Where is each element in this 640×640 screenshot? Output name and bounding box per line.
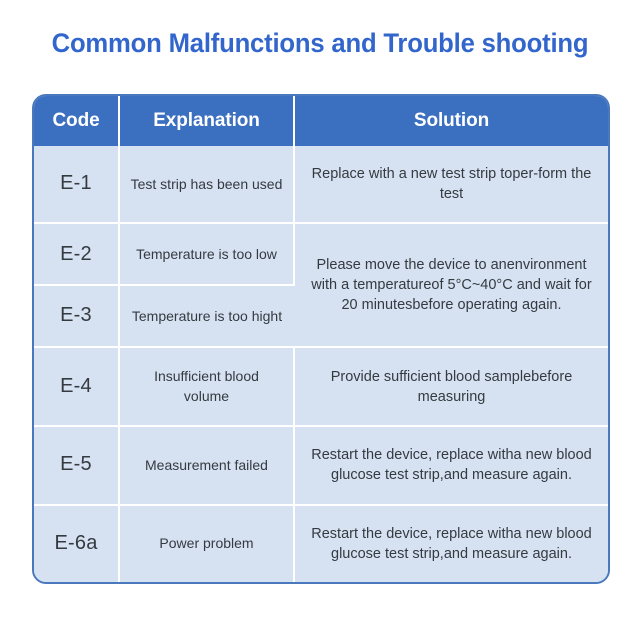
cell-solution: Please move the device to anenvironment …	[294, 222, 608, 348]
table-header-row: Code Explanation Solution	[34, 96, 608, 146]
table-header: Code Explanation Solution	[34, 96, 608, 146]
cell-explanation: Measurement failed	[119, 424, 295, 505]
cell-explanation: Power problem	[119, 503, 295, 582]
cell-error-code: E-3	[34, 284, 120, 348]
cell-error-code: E-2	[34, 222, 120, 286]
cell-explanation: Insufficient blood volume	[119, 346, 295, 426]
cell-solution: Provide sufficient blood samplebefore me…	[294, 346, 608, 426]
column-header-code: Code	[34, 96, 120, 146]
cell-solution: Replace with a new test strip toper-form…	[294, 146, 608, 224]
cell-explanation: Temperature is too low	[119, 222, 295, 286]
column-header-solution: Solution	[294, 96, 608, 146]
cell-error-code: E-1	[34, 146, 120, 224]
cell-error-code: E-5	[34, 424, 120, 505]
cell-error-code: E-4	[34, 346, 120, 426]
cell-solution: Restart the device, replace witha new bl…	[294, 424, 608, 505]
page-title: Common Malfunctions and Trouble shooting	[51, 28, 589, 58]
cell-error-code: E-6a	[34, 503, 120, 582]
cell-solution: Restart the device, replace witha new bl…	[294, 503, 608, 582]
cell-explanation: Temperature is too hight	[119, 284, 294, 348]
cell-explanation: Test strip has been used	[119, 146, 295, 224]
column-header-explanation: Explanation	[119, 96, 295, 146]
